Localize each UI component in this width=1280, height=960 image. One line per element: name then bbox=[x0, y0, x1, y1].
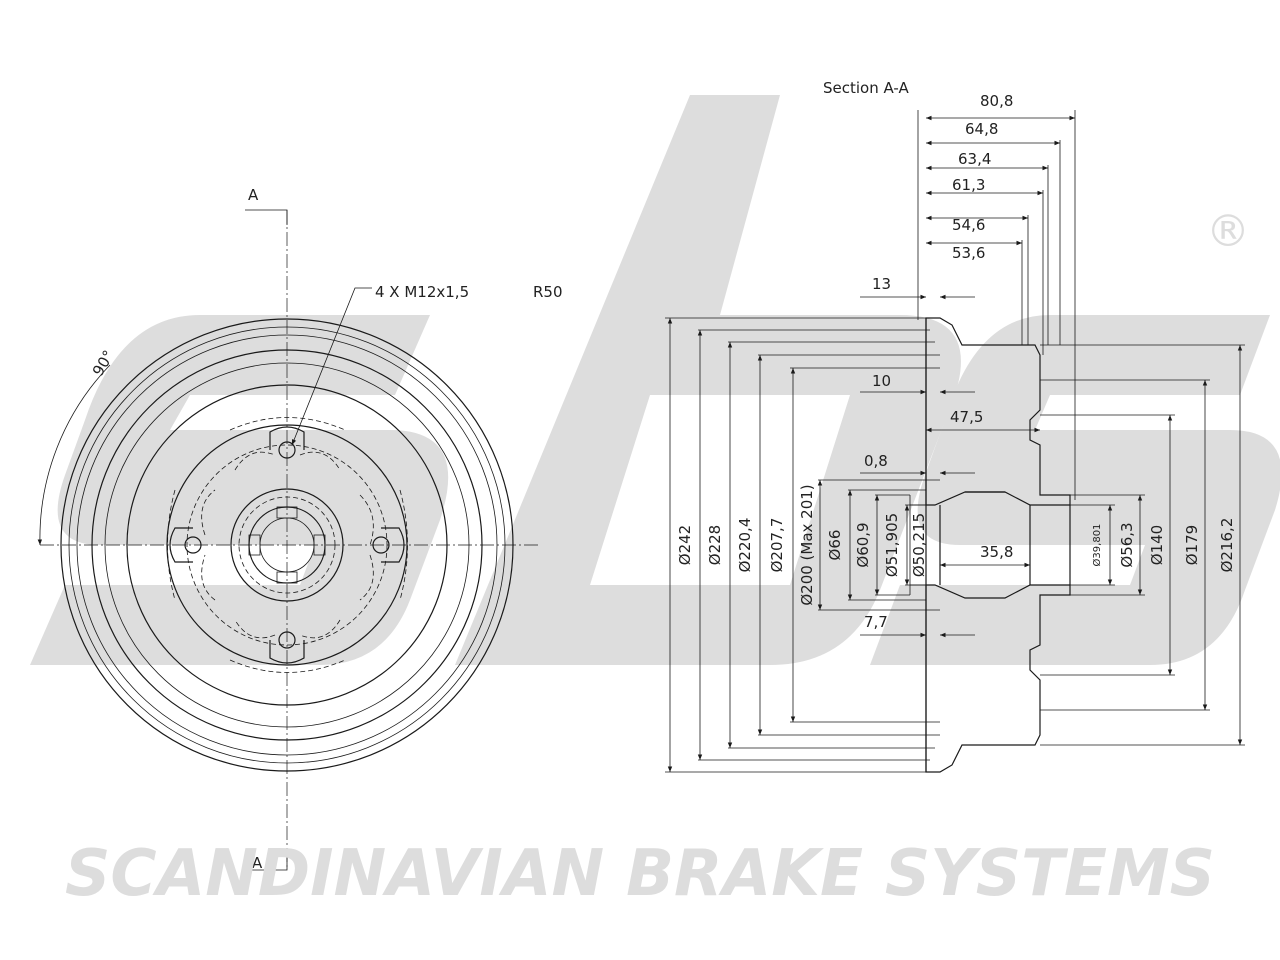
dim-64-8: 64,8 bbox=[965, 120, 998, 138]
dia-200: Ø200 (Max 201) bbox=[798, 484, 816, 605]
dia-228: Ø228 bbox=[706, 525, 724, 565]
section-marker-top: A bbox=[248, 186, 259, 204]
radius-callout: R50 bbox=[533, 283, 563, 301]
footer-brand: SCANDINAVIAN BRAKE SYSTEMS bbox=[65, 837, 1215, 911]
dim-54-6: 54,6 bbox=[952, 216, 985, 234]
dim-0-8: 0,8 bbox=[864, 452, 888, 470]
front-view bbox=[37, 209, 540, 871]
dia-60-9: Ø60,9 bbox=[854, 522, 872, 567]
dia-51-905: Ø51,905 bbox=[883, 513, 901, 577]
bolt-callout: 4 X M12x1,5 bbox=[375, 283, 469, 301]
dia-216-2: Ø216,2 bbox=[1218, 518, 1236, 573]
dim-47-5: 47,5 bbox=[950, 408, 983, 426]
dia-140: Ø140 bbox=[1148, 525, 1166, 565]
dim-7-7: 7,7 bbox=[864, 613, 888, 631]
section-marker-bottom: A bbox=[252, 854, 263, 872]
dim-35-8: 35,8 bbox=[980, 543, 1013, 561]
dim-80-8: 80,8 bbox=[980, 92, 1013, 110]
dia-56-3: Ø56,3 bbox=[1118, 522, 1136, 567]
dim-63-4: 63,4 bbox=[958, 150, 991, 168]
dia-66: Ø66 bbox=[826, 530, 844, 561]
section-title: Section A-A bbox=[823, 79, 910, 97]
dia-242: Ø242 bbox=[676, 525, 694, 565]
dia-39-801: Ø39,801 bbox=[1091, 524, 1103, 567]
dim-10: 10 bbox=[872, 372, 891, 390]
dia-207-7: Ø207,7 bbox=[768, 518, 786, 573]
registered-mark: ® bbox=[1206, 206, 1250, 257]
dia-179: Ø179 bbox=[1183, 525, 1201, 565]
dia-50-215: Ø50,215 bbox=[910, 513, 928, 577]
dia-220-4: Ø220,4 bbox=[736, 518, 754, 573]
dim-13: 13 bbox=[872, 275, 891, 293]
dim-61-3: 61,3 bbox=[952, 176, 985, 194]
dim-53-6: 53,6 bbox=[952, 244, 985, 262]
section-view bbox=[665, 110, 1245, 773]
